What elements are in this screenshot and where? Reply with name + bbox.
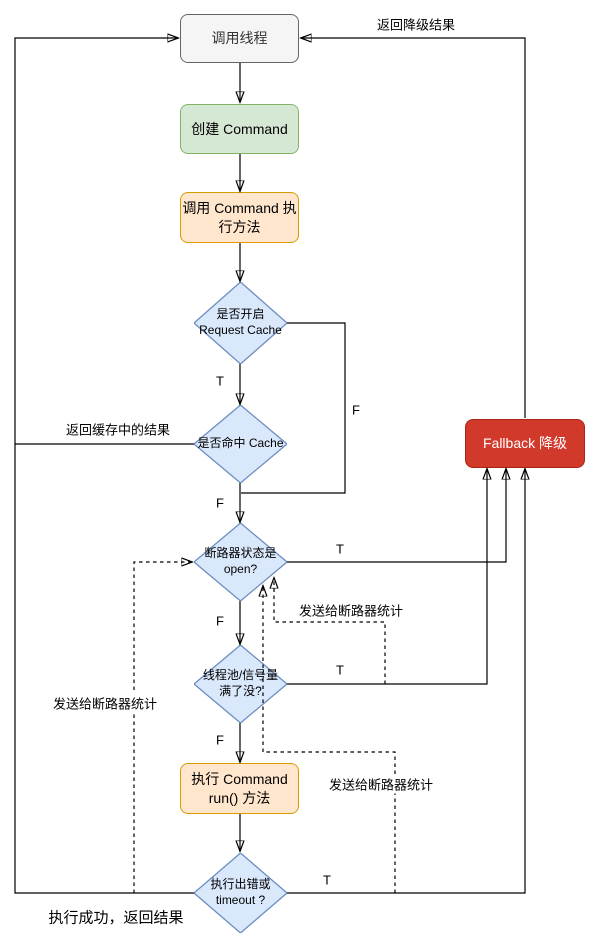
node-create-command-label: 创建 Command — [191, 120, 288, 137]
label-d1-false: F — [348, 402, 364, 418]
decision-circuit-open: 断路器状态是 open? — [194, 523, 287, 601]
node-fallback-label: Fallback 降级 — [482, 435, 568, 452]
label-stats-right: 发送给断路器统计 — [326, 774, 436, 794]
label-d4-true: T — [332, 662, 348, 678]
decision-pool-full-line1: 线程池/信号量 — [202, 668, 279, 683]
edge-stats-from-pool-full — [274, 578, 386, 684]
node-invoke-command: 调用 Command 执 行方法 — [180, 192, 299, 243]
label-success-return: 执行成功，返回结果 — [46, 906, 186, 928]
decision-cache-hit: 是否命中 Cache — [194, 405, 287, 483]
node-invoke-command-line1: 调用 Command 执 — [182, 200, 297, 217]
label-return-fallback-result: 返回降级结果 — [374, 14, 458, 34]
diamond-shape — [194, 523, 287, 601]
decision-circuit-open-line2: open? — [223, 562, 258, 576]
label-d3-false: F — [212, 613, 228, 629]
decision-pool-full-line2: 满了没? — [219, 684, 262, 698]
decision-pool-full: 线程池/信号量 满了没? — [194, 645, 287, 723]
edge-d3-true-to-fallback — [287, 469, 506, 563]
node-run-command: 执行 Command run() 方法 — [180, 763, 299, 814]
decision-circuit-open-line1: 断路器状态是 — [204, 546, 277, 561]
label-d1-true: T — [212, 373, 228, 389]
node-caller-thread-label: 调用线程 — [211, 30, 268, 47]
node-run-command-line1: 执行 Command — [191, 771, 288, 788]
decision-cache-hit-label: 是否命中 Cache — [197, 436, 284, 451]
edge-stats-from-error — [263, 586, 396, 893]
node-create-command: 创建 Command — [180, 104, 299, 154]
label-stats-left: 发送给断路器统计 — [50, 693, 160, 713]
label-d2-false: F — [212, 495, 228, 511]
label-d3-true: T — [332, 541, 348, 557]
node-run-command-line2: run() 方法 — [208, 789, 271, 806]
label-d5-true: T — [319, 872, 335, 888]
edge-d5-true-to-fallback — [287, 469, 525, 894]
label-d4-false: F — [212, 732, 228, 748]
decision-request-cache-line2: Request Cache — [199, 323, 282, 337]
node-invoke-command-line2: 行方法 — [218, 218, 261, 235]
label-stats-mid: 发送给断路器统计 — [296, 600, 406, 620]
decision-request-cache-line1: 是否开启 — [216, 307, 265, 322]
label-return-cached-result: 返回缓存中的结果 — [63, 419, 173, 439]
edge-success-return-rail — [14, 38, 194, 894]
edge-fallback-return — [301, 38, 526, 418]
decision-error-timeout-line1: 执行出错或 — [210, 877, 271, 892]
decision-error-timeout: 执行出错或 timeout ? — [194, 853, 287, 933]
node-caller-thread: 调用线程 — [180, 14, 299, 63]
decision-request-cache-enabled: 是否开启 Request Cache — [194, 282, 287, 364]
edge-d4-true-to-fallback — [287, 469, 487, 685]
decision-error-timeout-line2: timeout ? — [215, 893, 266, 907]
node-fallback: Fallback 降级 — [465, 419, 585, 468]
edge-stats-from-success — [133, 562, 192, 893]
